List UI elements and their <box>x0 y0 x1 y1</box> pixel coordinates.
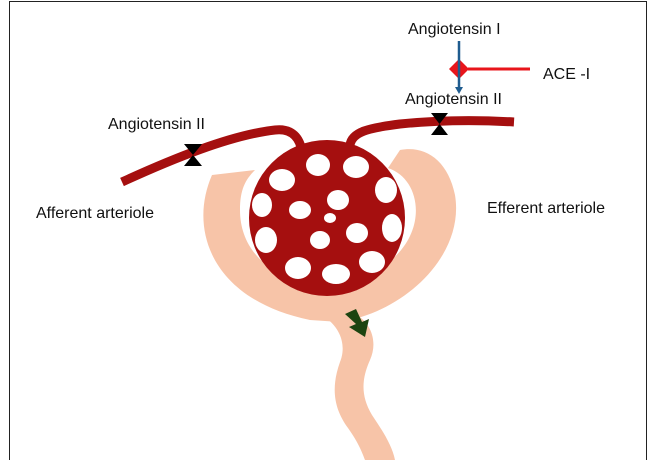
glomerular-tuft <box>249 140 405 296</box>
angiotensin-ii-afferent-label: Angiotensin II <box>108 117 205 133</box>
angiotensin-i-label: Angiotensin I <box>408 22 501 38</box>
renal-tubule <box>322 312 395 460</box>
ace-inhibitor-label: ACE -I <box>543 67 590 83</box>
angiotensin-ii-efferent-label: Angiotensin II <box>405 92 502 108</box>
efferent-arteriole-vessel <box>350 121 514 145</box>
efferent-arteriole-label: Efferent arteriole <box>487 201 605 217</box>
afferent-arteriole-label: Afferent arteriole <box>36 206 154 222</box>
